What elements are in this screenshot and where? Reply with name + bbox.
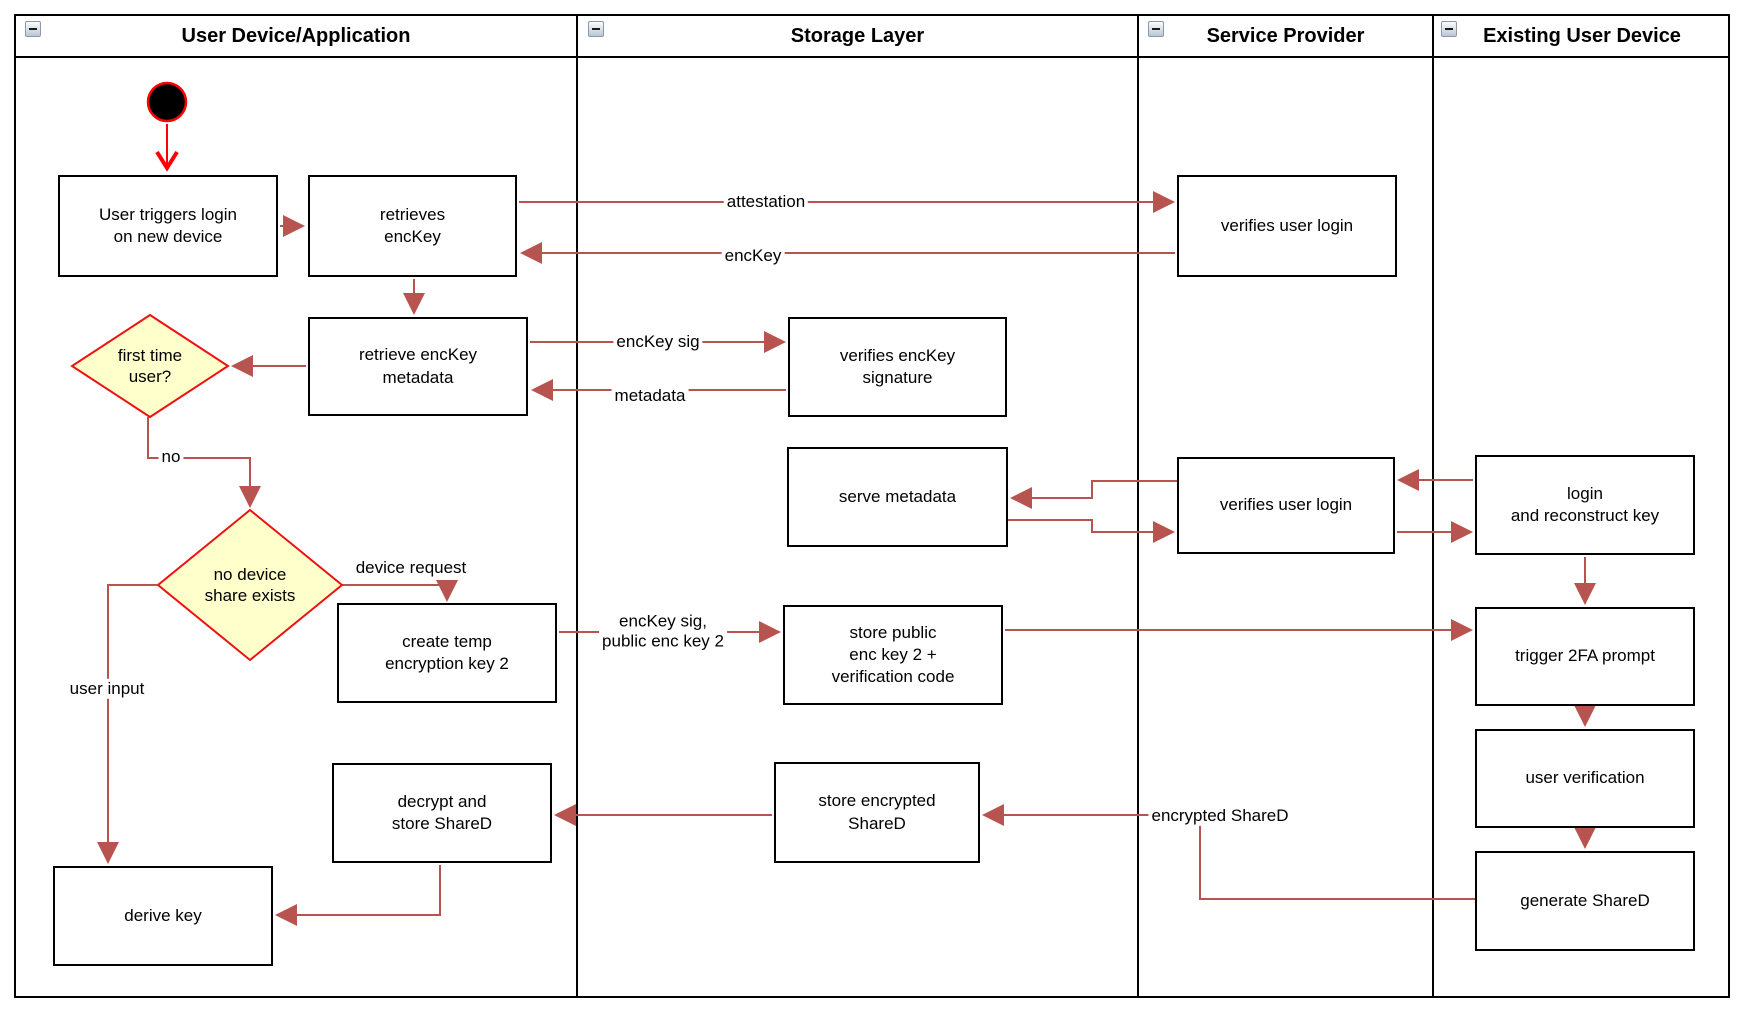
node-trigger-2fa-prompt[interactable]: trigger 2FA prompt bbox=[1475, 607, 1695, 706]
lane-header-existing-device: Existing User Device bbox=[1434, 14, 1730, 58]
node-retrieve-enckey-metadata[interactable]: retrieve encKey metadata bbox=[308, 317, 528, 416]
edge-label-enckey: encKey bbox=[721, 245, 785, 267]
edge-label-attestation: attestation bbox=[723, 191, 809, 213]
lane-header-user-device: User Device/Application bbox=[16, 14, 576, 58]
node-serve-metadata[interactable]: serve metadata bbox=[787, 447, 1008, 547]
node-verifies-user-login-top[interactable]: verifies user login bbox=[1177, 175, 1397, 277]
collapse-lane-icon-service-provider[interactable] bbox=[1148, 21, 1164, 37]
node-user-triggers-login[interactable]: User triggers login on new device bbox=[58, 175, 278, 277]
decision-label-first-time-user: first time user? bbox=[117, 345, 183, 386]
node-derive-key[interactable]: derive key bbox=[53, 866, 273, 966]
node-retrieves-enckey[interactable]: retrieves encKey bbox=[308, 175, 517, 277]
edge-label-enckey-sig-public: encKey sig, public enc key 2 bbox=[599, 611, 727, 653]
node-user-verification[interactable]: user verification bbox=[1475, 729, 1695, 828]
edge-label-device-request: device request bbox=[352, 557, 470, 579]
node-generate-shared[interactable]: generate ShareD bbox=[1475, 851, 1695, 951]
collapse-lane-icon-storage-layer[interactable] bbox=[588, 21, 604, 37]
collapse-lane-icon-existing-device[interactable] bbox=[1441, 21, 1457, 37]
lane-header-storage-layer: Storage Layer bbox=[578, 14, 1137, 58]
lane-title-existing-device: Existing User Device bbox=[1483, 24, 1681, 47]
node-store-encrypted-shared[interactable]: store encrypted ShareD bbox=[774, 762, 980, 863]
edge-label-user-input: user input bbox=[66, 678, 148, 700]
node-store-public-key2[interactable]: store public enc key 2 + verification co… bbox=[783, 605, 1003, 705]
node-create-temp-key2[interactable]: create temp encryption key 2 bbox=[337, 603, 557, 703]
node-login-reconstruct-key[interactable]: login and reconstruct key bbox=[1475, 455, 1695, 555]
edge-label-enckey-sig: encKey sig bbox=[613, 331, 703, 353]
edge-label-no: no bbox=[158, 446, 184, 468]
node-verifies-user-login-mid[interactable]: verifies user login bbox=[1177, 457, 1395, 554]
header-separator bbox=[14, 56, 1730, 58]
lane-divider-2 bbox=[1137, 14, 1139, 998]
node-verifies-enckey-signature[interactable]: verifies encKey signature bbox=[788, 317, 1007, 417]
edge-label-encrypted-shared: encrypted ShareD bbox=[1148, 805, 1292, 827]
lane-title-user-device: User Device/Application bbox=[181, 24, 411, 47]
lane-divider-3 bbox=[1432, 14, 1434, 998]
lane-title-storage-layer: Storage Layer bbox=[790, 24, 925, 47]
lane-title-service-provider: Service Provider bbox=[1206, 24, 1365, 47]
lane-header-service-provider: Service Provider bbox=[1139, 14, 1432, 58]
lane-divider-1 bbox=[576, 14, 578, 998]
decision-label-no-device-share: no device share exists bbox=[204, 564, 296, 605]
edge-label-metadata: metadata bbox=[611, 385, 689, 407]
node-decrypt-store-shared[interactable]: decrypt and store ShareD bbox=[332, 763, 552, 863]
collapse-lane-icon-user-device[interactable] bbox=[25, 21, 41, 37]
